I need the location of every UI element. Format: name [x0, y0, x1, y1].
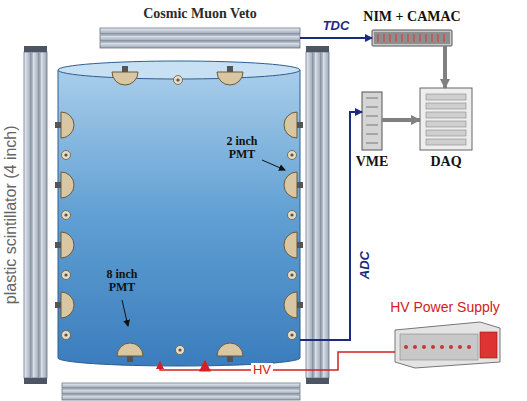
pmt-8-inch	[112, 66, 138, 85]
pmt-8-inch	[284, 232, 303, 258]
pmt-8-inch	[55, 232, 74, 258]
connector	[300, 37, 372, 39]
pmt-8-inch	[284, 172, 303, 198]
pmt-8-inch	[55, 292, 74, 318]
signal-label: HV	[251, 363, 273, 377]
node-label: NIM + CAMAC	[363, 9, 460, 24]
pmt-array	[55, 66, 303, 362]
node-label: plastic scintillator (4 inch)	[1, 126, 19, 305]
pmt-2-inch	[62, 331, 71, 340]
daq-rack-box: DAQ	[420, 88, 472, 150]
pmt-2-inch	[288, 151, 297, 160]
veto-panel: Cosmic Muon Veto	[100, 28, 300, 48]
daq-rack	[420, 88, 472, 150]
pmt-8-inch	[117, 343, 143, 362]
right-scintillator-slabs	[306, 46, 329, 384]
hv-supply-box: HV Power Supply	[395, 322, 500, 368]
connector	[382, 118, 420, 122]
signal-label: TDC	[323, 19, 350, 33]
pmt-2-inch	[288, 271, 297, 280]
pmt-8-inch	[284, 112, 303, 138]
node-label: 2 inch PMT	[215, 135, 269, 161]
connector	[443, 46, 447, 88]
pmt-2-inch	[62, 211, 71, 220]
hv-power-supply	[395, 322, 500, 368]
water-tank	[58, 61, 300, 366]
vme-crate-box: VME	[362, 92, 382, 150]
signal-label: ADC	[358, 251, 372, 279]
top-veto-slabs	[100, 28, 300, 48]
connector	[300, 112, 362, 340]
nim-camac-box: NIM + CAMAC	[372, 30, 452, 46]
pmt-2-inch	[174, 76, 183, 85]
pmt-8-inch	[55, 172, 74, 198]
pmt-8-inch	[217, 343, 243, 362]
nim-camac-crate	[372, 30, 452, 46]
pmt-2-inch	[62, 151, 71, 160]
connector	[160, 352, 395, 370]
node-label: VME	[356, 154, 389, 169]
pmt-2-inch	[176, 346, 185, 355]
pmt-2-inch	[62, 271, 71, 280]
leader-line	[262, 160, 285, 170]
node-label: Cosmic Muon Veto	[143, 6, 257, 21]
leader-line	[122, 300, 128, 326]
left-scintillator-slabs	[24, 46, 47, 384]
node-label: HV Power Supply	[390, 300, 500, 315]
pmt-2-inch	[288, 331, 297, 340]
node-label: DAQ	[430, 154, 461, 169]
hv-branch	[204, 361, 206, 370]
pmt-8-inch	[284, 292, 303, 318]
pmt-2-inch	[288, 211, 297, 220]
water-tank: 2 inch PMT 8 inch PMT	[58, 60, 300, 362]
vme-crate	[362, 92, 382, 150]
scintillator-panel: plastic scintillator (4 inch)	[24, 46, 47, 384]
pmt-8-inch	[55, 112, 74, 138]
pmt-8-inch	[217, 66, 243, 85]
node-label: 8 inch PMT	[95, 268, 149, 294]
bottom-veto-slabs	[62, 383, 300, 400]
